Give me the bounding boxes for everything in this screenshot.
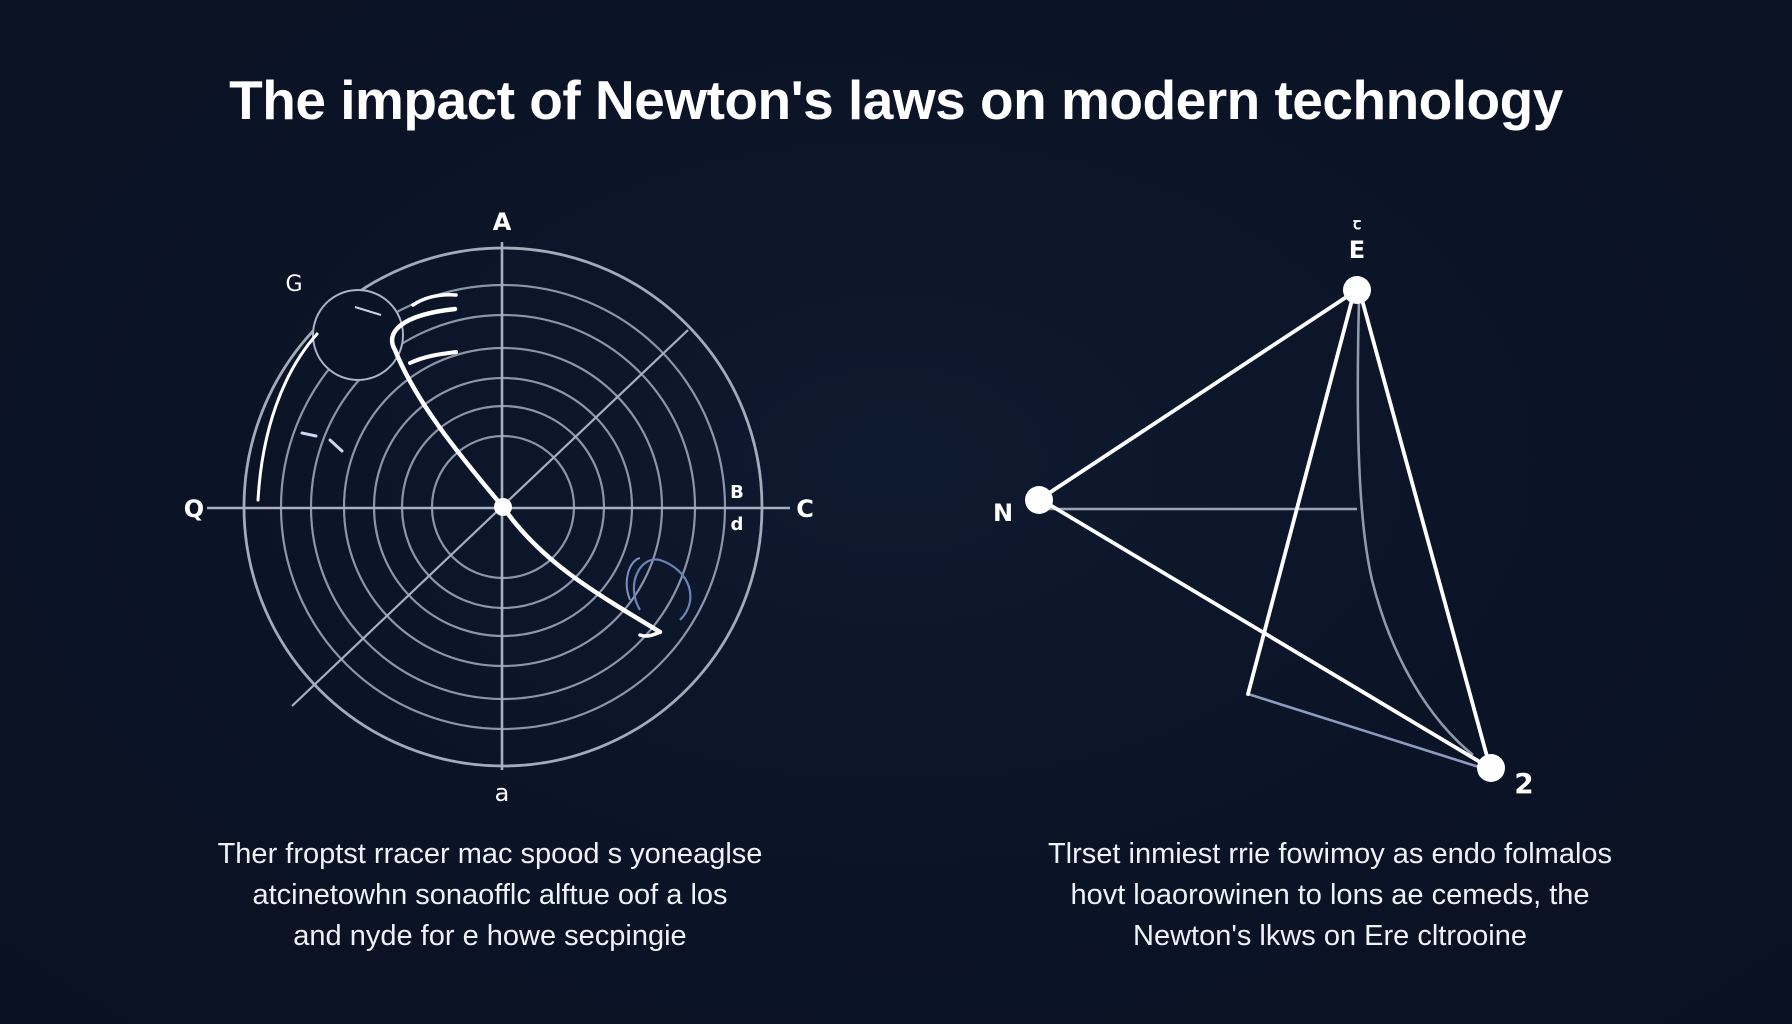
curved-projection — [1356, 299, 1474, 757]
trajectory-curve — [389, 306, 663, 635]
page-title: The impact of Newton's laws on modern te… — [229, 69, 1563, 131]
label-right: C — [796, 495, 814, 523]
small-orbit-body — [312, 289, 404, 381]
center-point — [494, 498, 512, 516]
end-loop — [632, 558, 692, 621]
label-top: A — [493, 208, 512, 236]
label-N: N — [993, 499, 1013, 527]
caption-left: Ther froptst rracer mac spood s yoneagls… — [160, 834, 820, 957]
diagonal-axis — [291, 329, 689, 707]
right-force-diagram: E ꞇ N 2 — [993, 214, 1534, 800]
left-orbit-diagram: A a Q C G B d — [184, 208, 814, 807]
edge-N-E — [1038, 288, 1359, 501]
label-right-inner-bottom: d — [731, 514, 744, 535]
label-left: Q — [184, 495, 204, 523]
edge-E-inner — [1246, 298, 1354, 696]
node-N — [1025, 486, 1053, 514]
caption-right: Tlrset inmiest rrie fowimoy as endo folm… — [990, 834, 1670, 957]
label-E-mark: ꞇ — [1353, 214, 1361, 233]
label-bottom: a — [495, 779, 510, 807]
node-2 — [1477, 754, 1505, 782]
label-E: E — [1349, 236, 1365, 264]
edge-E-2 — [1359, 294, 1490, 762]
outer-arc-highlight — [256, 332, 319, 502]
label-right-inner-top: B — [730, 482, 744, 503]
caption-left-line: Ther froptst rracer mac spood s yoneagls… — [217, 838, 763, 870]
node-E — [1343, 276, 1371, 304]
caption-right-line: Tlrset inmiest rrie fowimoy as endo folm… — [1047, 838, 1613, 870]
caption-right-line: Newton's lkws on Ere cltrooine — [1133, 920, 1527, 952]
caption-left-line: and nyde for e howe secpingie — [293, 920, 687, 952]
caption-left-line: atcinetowhn sonaofflc alftue oof a los — [252, 879, 728, 911]
label-2: 2 — [1514, 767, 1533, 800]
caption-right-line: hovt loaorowinen to lons ae cemeds, the — [1070, 879, 1590, 911]
label-upper-left: G — [285, 272, 302, 297]
base-line — [1247, 692, 1483, 770]
